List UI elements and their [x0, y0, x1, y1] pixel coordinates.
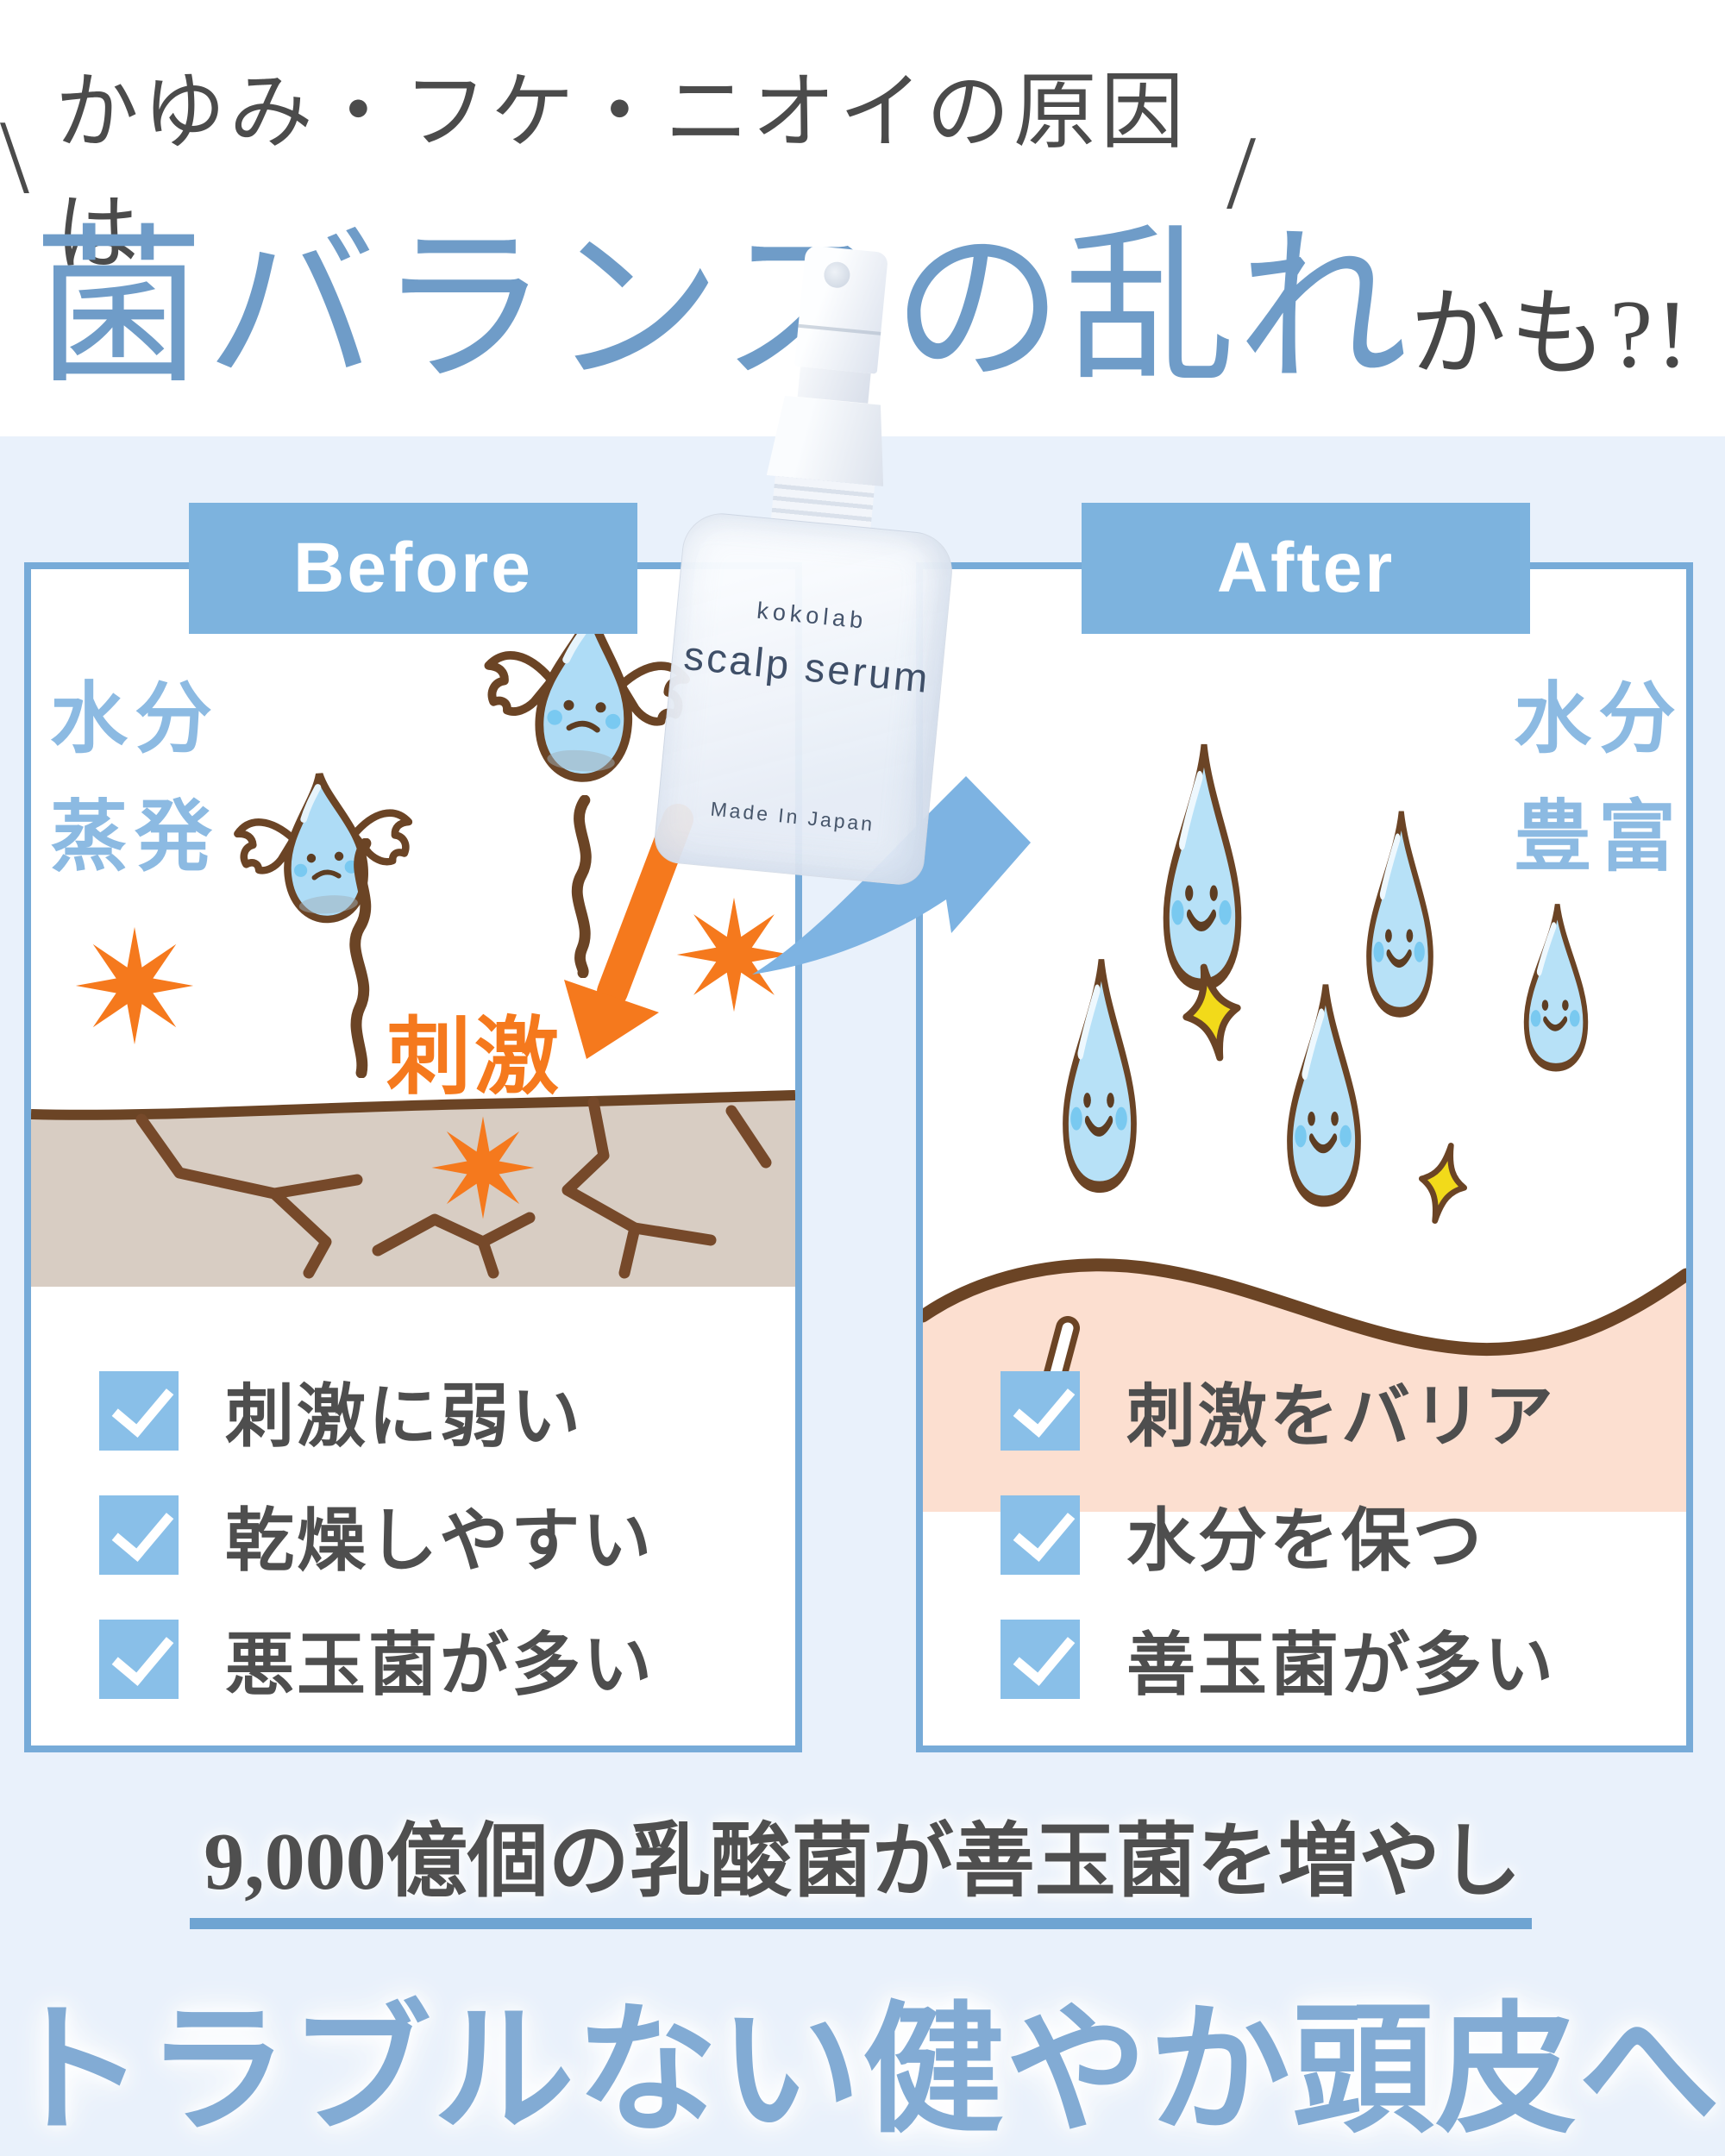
checklist-label: 水分を保つ	[1126, 1502, 1484, 1579]
checkbox-checked	[1000, 1371, 1080, 1451]
steam-squiggle-icon	[571, 795, 592, 978]
check-icon	[1013, 1373, 1076, 1438]
check-icon	[1013, 1497, 1076, 1562]
slash-decoration: /	[1226, 115, 1259, 231]
checklist-item: 水分を保つ	[1000, 1485, 1484, 1585]
bottle-label: kokolab scalp serum	[671, 590, 947, 703]
steam-squiggle-icon	[349, 838, 372, 1078]
shine-sparkle-icon	[1182, 963, 1241, 1062]
checklist-item: 刺激に弱い	[99, 1361, 583, 1461]
shine-sparkle-icon	[1418, 1143, 1468, 1224]
irritation-burst-icon	[75, 926, 194, 1045]
bottle-product-name: scalp serum	[681, 631, 932, 701]
header-line: \ かゆみ・フケ・ニオイの原因は /	[0, 43, 1259, 286]
happy-drop-icon	[1063, 958, 1137, 1194]
moisture-evaporation-caption: 水分 蒸発	[50, 676, 219, 881]
checklist-label: 刺激をバリア	[1126, 1378, 1556, 1455]
spray-nozzle	[794, 245, 889, 374]
before-label: Before	[189, 503, 637, 634]
happy-drop-icon	[1366, 811, 1433, 1018]
footer-subtitle: 9,000億個の乳酸菌が善玉菌を増やし	[204, 1817, 1521, 1907]
check-icon	[111, 1497, 174, 1562]
checklist-item: 刺激をバリア	[1000, 1361, 1556, 1461]
irritation-burst-icon	[676, 897, 792, 1012]
happy-drop-icon	[1287, 984, 1361, 1207]
checkbox-checked	[1000, 1495, 1080, 1575]
checklist-label: 刺激に弱い	[225, 1378, 583, 1455]
product-bottle: kokolab scalp serum Made In Japan	[645, 235, 988, 887]
page-title: 菌バランスの乱れかも?!	[0, 169, 1725, 417]
title-suffix: かも?!	[1409, 281, 1692, 388]
happy-drop-icon	[1523, 903, 1589, 1072]
checklist-item: 悪玉菌が多い	[99, 1609, 655, 1709]
footer-headline: トラブルない健やか頭皮へ	[3, 1994, 1722, 2150]
check-icon	[111, 1373, 174, 1438]
check-icon	[111, 1621, 174, 1686]
checklist-label: 乾燥しやすい	[225, 1502, 655, 1579]
check-icon	[1013, 1621, 1076, 1686]
checklist-item: 善玉菌が多い	[1000, 1609, 1556, 1709]
checklist-label: 善玉菌が多い	[1126, 1626, 1556, 1703]
winged-drop-icon	[234, 773, 413, 924]
title-main: 菌バランスの乱れ	[33, 215, 1410, 404]
backslash-decoration: \	[0, 99, 33, 216]
underline-rule	[190, 1918, 1532, 1929]
bottle-collar	[767, 395, 891, 486]
irritation-burst-icon	[431, 1116, 535, 1219]
checkbox-checked	[1000, 1620, 1080, 1699]
header-text: かゆみ・フケ・ニオイの原因は	[54, 66, 1188, 280]
checkbox-checked	[99, 1620, 179, 1699]
bottle-body: kokolab scalp serum Made In Japan	[652, 510, 957, 887]
checkbox-checked	[99, 1495, 179, 1575]
checklist-label: 悪玉菌が多い	[225, 1626, 655, 1703]
after-label: After	[1082, 503, 1530, 634]
checkbox-checked	[99, 1371, 179, 1451]
winged-drop-icon	[484, 609, 690, 782]
irritation-label: 刺激	[386, 1009, 563, 1104]
bottle-origin: Made In Japan	[709, 797, 876, 836]
cracked-skin-illustration	[31, 1090, 795, 1287]
checklist-item: 乾燥しやすい	[99, 1485, 654, 1585]
moisture-rich-caption: 水分 豊富	[1514, 676, 1683, 881]
